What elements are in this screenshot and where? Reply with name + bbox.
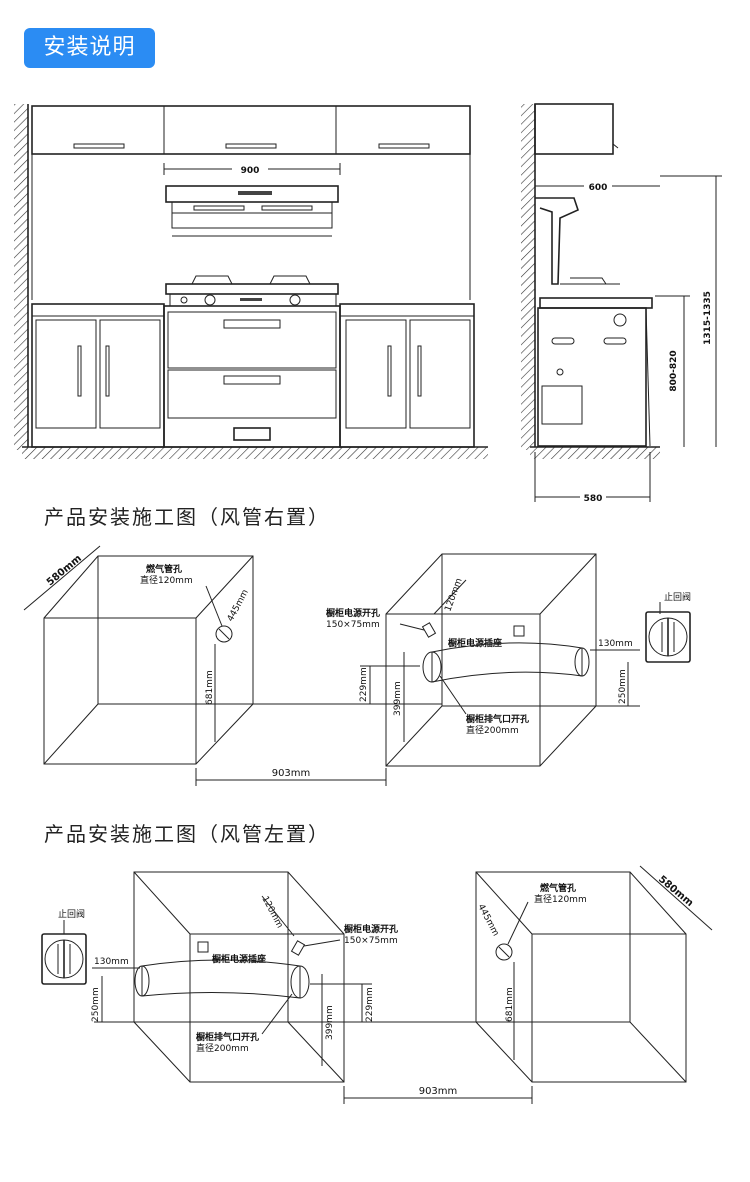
height-399-left: 399mm	[325, 1005, 335, 1040]
section-title-badge: 安装说明	[24, 28, 155, 68]
gas-hole-diameter-left: 直径120mm	[534, 893, 587, 905]
exhaust-diameter: 直径200mm	[466, 724, 519, 736]
socket-label-left: 橱柜电源插座	[212, 953, 266, 965]
power-hole-size: 150×75mm	[326, 620, 380, 630]
valve-label-left: 止回阀	[58, 908, 85, 920]
caption-duct-right: 产品安装施工图（风管右置）	[44, 505, 330, 529]
dim-side-depth-bottom: 580	[584, 494, 603, 504]
dim-side-depth-top: 600	[589, 183, 608, 193]
height-399: 399mm	[393, 681, 403, 716]
dim-gap-width: 903mm	[272, 768, 311, 779]
diagram-duct-left: 止回阀 130mm 250mm 120mm 橱柜电源开孔 150×75mm 橱柜…	[41, 865, 713, 1104]
power-hole-size-left: 150×75mm	[344, 936, 398, 946]
height-229: 229mm	[359, 667, 369, 702]
check-valve-icon	[645, 611, 691, 663]
power-offset: 120mm	[443, 577, 464, 613]
valve-height-left: 250mm	[91, 987, 101, 1022]
dim-gap-width-left: 903mm	[419, 1086, 458, 1097]
check-valve-icon-left	[41, 933, 87, 985]
duct-diameter-left: 130mm	[94, 957, 129, 967]
caption-duct-left: 产品安装施工图（风管左置）	[44, 822, 330, 846]
power-hole-title: 橱柜电源开孔	[326, 607, 380, 619]
valve-label: 止回阀	[664, 591, 691, 603]
gas-hole-height-left: 681mm	[505, 987, 515, 1022]
exhaust-title: 橱柜排气口开孔	[466, 713, 529, 725]
valve-height: 250mm	[618, 669, 628, 704]
flexible-duct-left	[141, 959, 301, 999]
socket-label: 橱柜电源插座	[448, 637, 502, 649]
gas-hole-offset: 445mm	[226, 588, 251, 623]
gas-hole-title: 燃气管孔	[146, 563, 182, 575]
duct-diameter: 130mm	[598, 639, 633, 649]
dim-cabinet-depth-left: 580mm	[656, 874, 695, 909]
side-elevation: 600 580 800-820 1315-1335	[521, 103, 722, 504]
dim-hood-height: 1315-1335	[703, 291, 713, 345]
front-elevation: 900	[14, 104, 488, 459]
gas-hole-title-left: 燃气管孔	[540, 882, 576, 894]
dim-cabinet-depth: 580mm	[45, 553, 84, 588]
power-hole-title-left: 橱柜电源开孔	[344, 923, 398, 935]
power-offset-left: 120mm	[259, 895, 284, 930]
dim-front-width: 900	[241, 166, 260, 176]
height-229-left: 229mm	[365, 987, 375, 1022]
gas-hole-diameter: 直径120mm	[140, 574, 193, 586]
gas-hole-offset-left: 445mm	[475, 903, 500, 938]
diagram-duct-right: 580mm 燃气管孔 直径120mm 445mm 681mm 903mm 橱柜电…	[23, 545, 691, 786]
dim-counter-height: 800-820	[669, 350, 679, 391]
exhaust-diameter-left: 直径200mm	[196, 1042, 249, 1054]
exhaust-title-left: 橱柜排气口开孔	[196, 1031, 259, 1043]
gas-hole-height: 681mm	[205, 670, 215, 705]
